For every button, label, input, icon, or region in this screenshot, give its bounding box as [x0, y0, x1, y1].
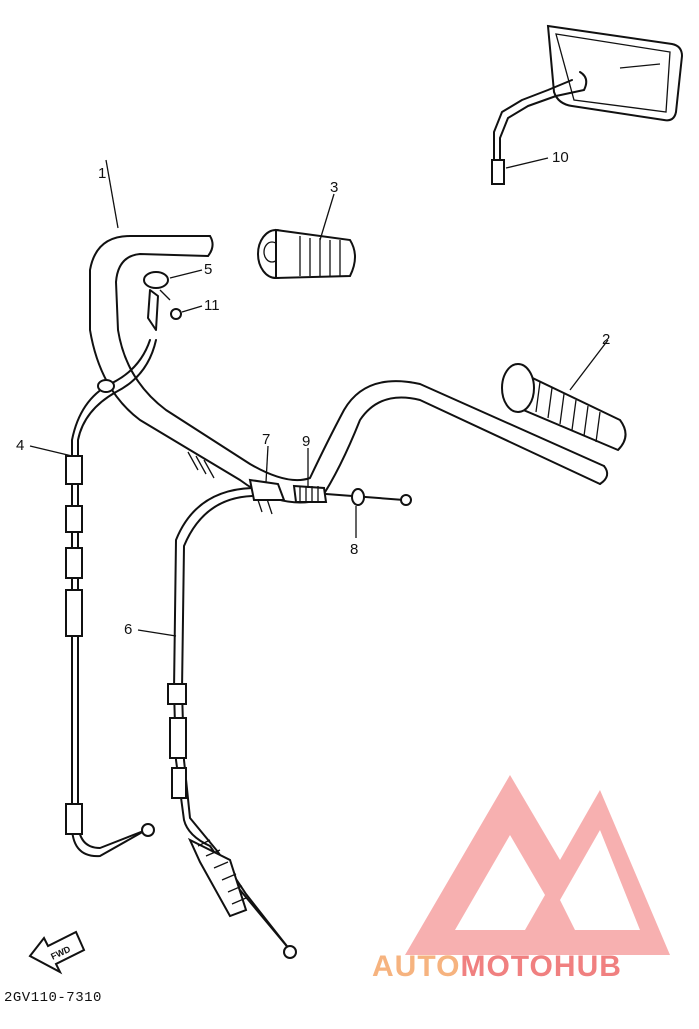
callout-4: 4	[16, 437, 24, 454]
callout-3: 3	[330, 179, 338, 196]
grip-right	[501, 363, 627, 452]
throttle-cable	[167, 478, 412, 959]
callout-2: 2	[602, 331, 610, 348]
callout-1: 1	[98, 165, 106, 182]
mirror	[491, 24, 684, 185]
fwd-arrow: FWD	[28, 930, 86, 975]
clutch-cable	[65, 339, 157, 858]
callout-10: 10	[552, 149, 569, 166]
callout-6: 6	[124, 621, 132, 638]
callout-8: 8	[350, 541, 358, 558]
callout-5: 5	[204, 261, 212, 278]
callouts: 1 2 3 4 5 6 7 8 9 10 11	[16, 149, 610, 638]
watermark-text: AUTOMOTOHUB	[372, 950, 622, 983]
callout-11: 11	[204, 297, 220, 314]
diagram-code: 2GV110-7310	[4, 990, 102, 1006]
holder	[143, 271, 182, 331]
leader-lines	[29, 157, 609, 637]
callout-7: 7	[262, 431, 270, 448]
grip-left	[257, 228, 356, 280]
callout-9: 9	[302, 433, 310, 450]
watermark-logo	[405, 775, 670, 955]
